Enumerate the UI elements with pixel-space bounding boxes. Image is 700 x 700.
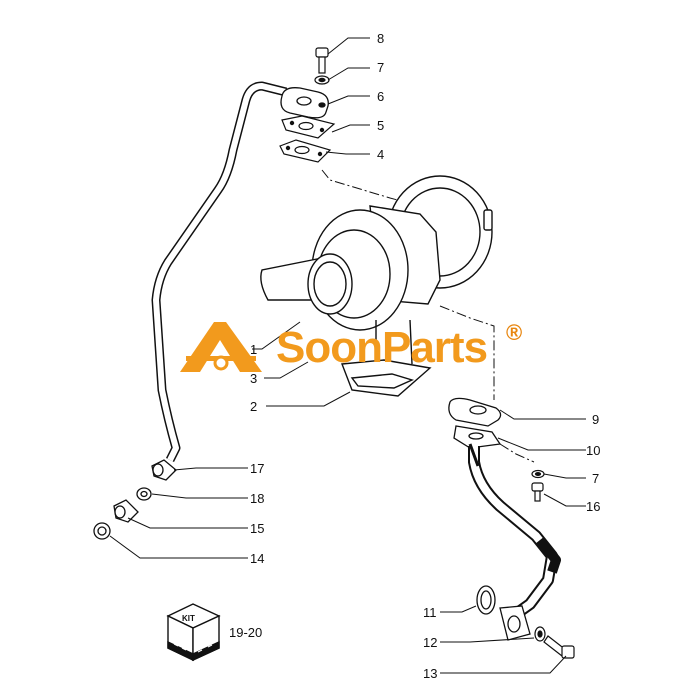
soonparts-logo-icon bbox=[180, 322, 262, 372]
kit-badge-text: KIT bbox=[182, 614, 195, 623]
leader-lines bbox=[109, 37, 586, 674]
callout-9: 9 bbox=[592, 412, 599, 427]
washer-18 bbox=[136, 487, 152, 501]
washer-12 bbox=[534, 626, 546, 642]
adapter-15 bbox=[113, 499, 139, 523]
flange-6 bbox=[280, 87, 329, 119]
fitting-17 bbox=[151, 459, 177, 481]
brand-name: SoonParts bbox=[276, 323, 488, 372]
turbocharger-1 bbox=[260, 175, 493, 397]
callout-3: 3 bbox=[250, 371, 257, 386]
o-ring-11 bbox=[476, 585, 496, 615]
callout-12: 12 bbox=[423, 635, 437, 650]
bolt-16 bbox=[531, 482, 544, 502]
oil-return-flange-9 bbox=[448, 397, 502, 427]
registered-mark: ® bbox=[506, 320, 523, 345]
bolt-13 bbox=[543, 635, 575, 659]
callout-13: 13 bbox=[423, 666, 437, 681]
washer-7-top bbox=[314, 75, 330, 85]
callout-14: 14 bbox=[250, 551, 264, 566]
callout-11: 11 bbox=[423, 605, 437, 620]
callout-1: 1 bbox=[250, 342, 257, 357]
gasket-10 bbox=[453, 425, 502, 449]
oil-feed-pipe bbox=[151, 81, 288, 463]
washer-14 bbox=[93, 522, 111, 540]
callout-2: 2 bbox=[250, 399, 257, 414]
callout-17: 17 bbox=[250, 461, 264, 476]
banjo-fitting bbox=[499, 605, 531, 641]
gasket-4 bbox=[279, 139, 332, 163]
callout-7-top: 7 bbox=[377, 60, 384, 75]
callout-6: 6 bbox=[377, 89, 384, 104]
oil-return-pipe bbox=[468, 443, 561, 619]
callout-8: 8 bbox=[377, 31, 384, 46]
bolt-8 bbox=[315, 47, 329, 74]
callout-15: 15 bbox=[250, 521, 264, 536]
gasket-5 bbox=[281, 115, 336, 139]
kit-page-ref: 19-20 bbox=[229, 625, 262, 640]
callout-10: 10 bbox=[586, 443, 600, 458]
callout-labels: 8 7 6 5 4 1 3 2 9 10 7 16 17 18 15 14 11… bbox=[250, 31, 600, 681]
callout-4: 4 bbox=[377, 147, 384, 162]
callout-16: 16 bbox=[586, 499, 600, 514]
washer-7-right bbox=[531, 469, 545, 479]
callout-18: 18 bbox=[250, 491, 264, 506]
callout-5: 5 bbox=[377, 118, 384, 133]
callout-7-right: 7 bbox=[592, 471, 599, 486]
kit-box-icon bbox=[166, 603, 221, 662]
